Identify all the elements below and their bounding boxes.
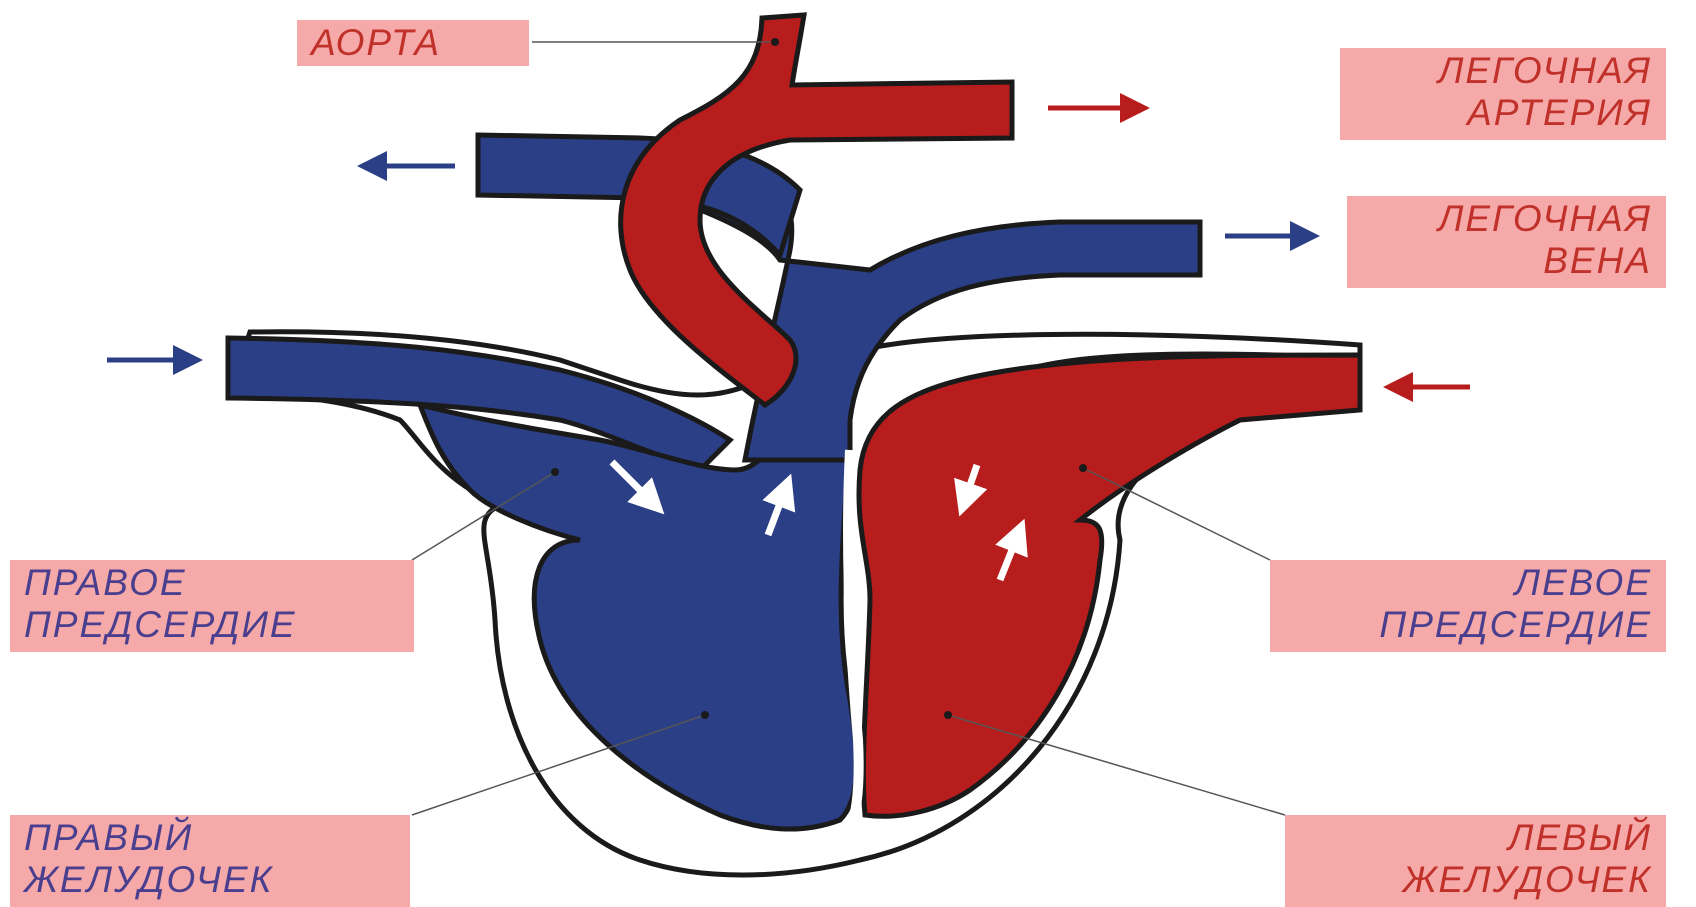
label-pulmonary-artery: ЛЕГОЧНАЯ АРТЕРИЯ: [1340, 48, 1666, 140]
right-heart-chamber: [420, 400, 857, 829]
label-right-ventricle: ПРАВЫЙ ЖЕЛУДОЧЕК: [10, 815, 410, 907]
label-left-atrium: ЛЕВОЕ ПРЕДСЕРДИЕ: [1270, 560, 1666, 652]
label-pulmonary-vein: ЛЕГОЧНАЯ ВЕНА: [1347, 196, 1666, 288]
label-left-ventricle: ЛЕВЫЙ ЖЕЛУДОЧЕК: [1285, 815, 1666, 907]
label-right-atrium: ПРАВОЕ ПРЕДСЕРДИЕ: [10, 560, 414, 652]
label-aorta: АОРТА: [297, 20, 529, 66]
